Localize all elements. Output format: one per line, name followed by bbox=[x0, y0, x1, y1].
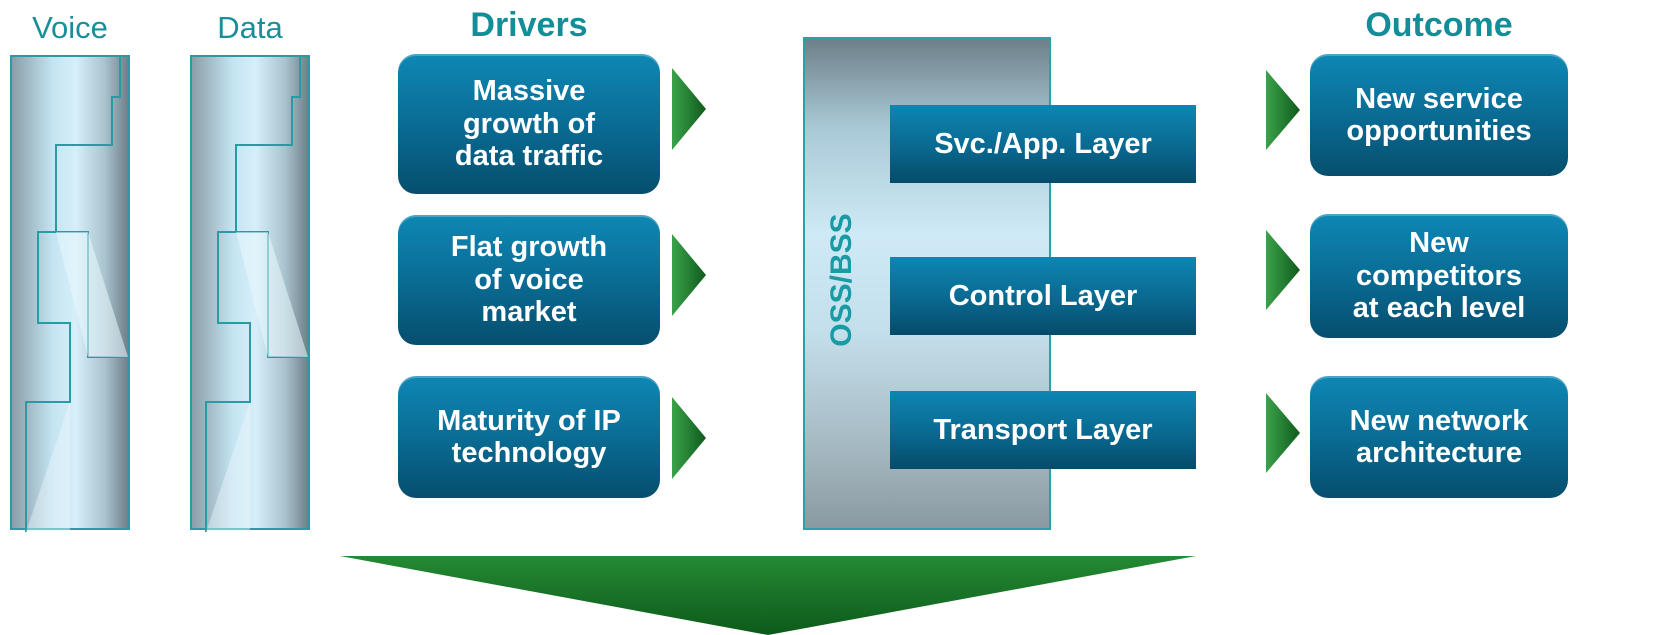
driver-2-line-1: Flat growth bbox=[450, 231, 608, 264]
outcome-box-network-architecture: New network architecture bbox=[1310, 376, 1568, 498]
outcome-1-line-1: New service bbox=[1355, 82, 1523, 115]
outcome-2-line-2: competitors bbox=[1356, 259, 1522, 292]
driver-box-voice-market: Flat growth of voice market bbox=[398, 215, 660, 345]
outcome-3-line-2: architecture bbox=[1355, 437, 1522, 469]
driver-arrow-1 bbox=[672, 68, 706, 150]
voice-staircase-graphic bbox=[25, 57, 128, 532]
driver-2-line-3: market bbox=[481, 296, 577, 329]
outcome-2-line-3: at each level bbox=[1352, 292, 1526, 325]
outcome-arrow-3 bbox=[1266, 393, 1300, 473]
driver-arrow-3 bbox=[672, 397, 706, 479]
down-arrow-icon bbox=[340, 556, 1196, 635]
driver-3-line-1: Maturity of IP bbox=[437, 404, 621, 437]
driver-1-line-2: growth of bbox=[462, 107, 596, 140]
outcome-2-line-1: New bbox=[1409, 227, 1469, 260]
outcome-heading: Outcome bbox=[1365, 6, 1513, 44]
driver-arrow-2 bbox=[672, 234, 706, 316]
outcome-box-competitors: New competitors at each level bbox=[1310, 214, 1568, 338]
voice-label: Voice bbox=[32, 10, 108, 45]
voice-column-graphic bbox=[10, 55, 130, 532]
transport-layer: Transport Layer bbox=[890, 391, 1196, 469]
outcome-arrow-2 bbox=[1266, 230, 1300, 310]
data-column-graphic bbox=[190, 55, 310, 532]
control-layer: Control Layer bbox=[890, 257, 1196, 335]
driver-1-line-1: Massive bbox=[472, 75, 586, 108]
oss-bss-label: OSS/BSS bbox=[825, 213, 858, 347]
driver-1-line-3: data traffic bbox=[454, 140, 604, 173]
outcome-3-line-1: New network bbox=[1349, 404, 1529, 437]
outcome-box-service-opportunities: New service opportunities bbox=[1310, 54, 1568, 176]
outcome-1-line-2: opportunities bbox=[1346, 115, 1532, 147]
driver-box-ip-maturity: Maturity of IP technology bbox=[398, 376, 660, 498]
data-staircase-graphic bbox=[205, 57, 308, 532]
data-label: Data bbox=[217, 10, 283, 45]
driver-2-line-2: of voice bbox=[474, 263, 584, 296]
driver-box-data-traffic: Massive growth of data traffic bbox=[398, 54, 660, 194]
outcome-arrow-1 bbox=[1266, 70, 1300, 150]
driver-3-line-2: technology bbox=[451, 437, 607, 469]
drivers-heading: Drivers bbox=[470, 6, 588, 44]
service-application-layer: Svc./App. Layer bbox=[890, 105, 1196, 183]
